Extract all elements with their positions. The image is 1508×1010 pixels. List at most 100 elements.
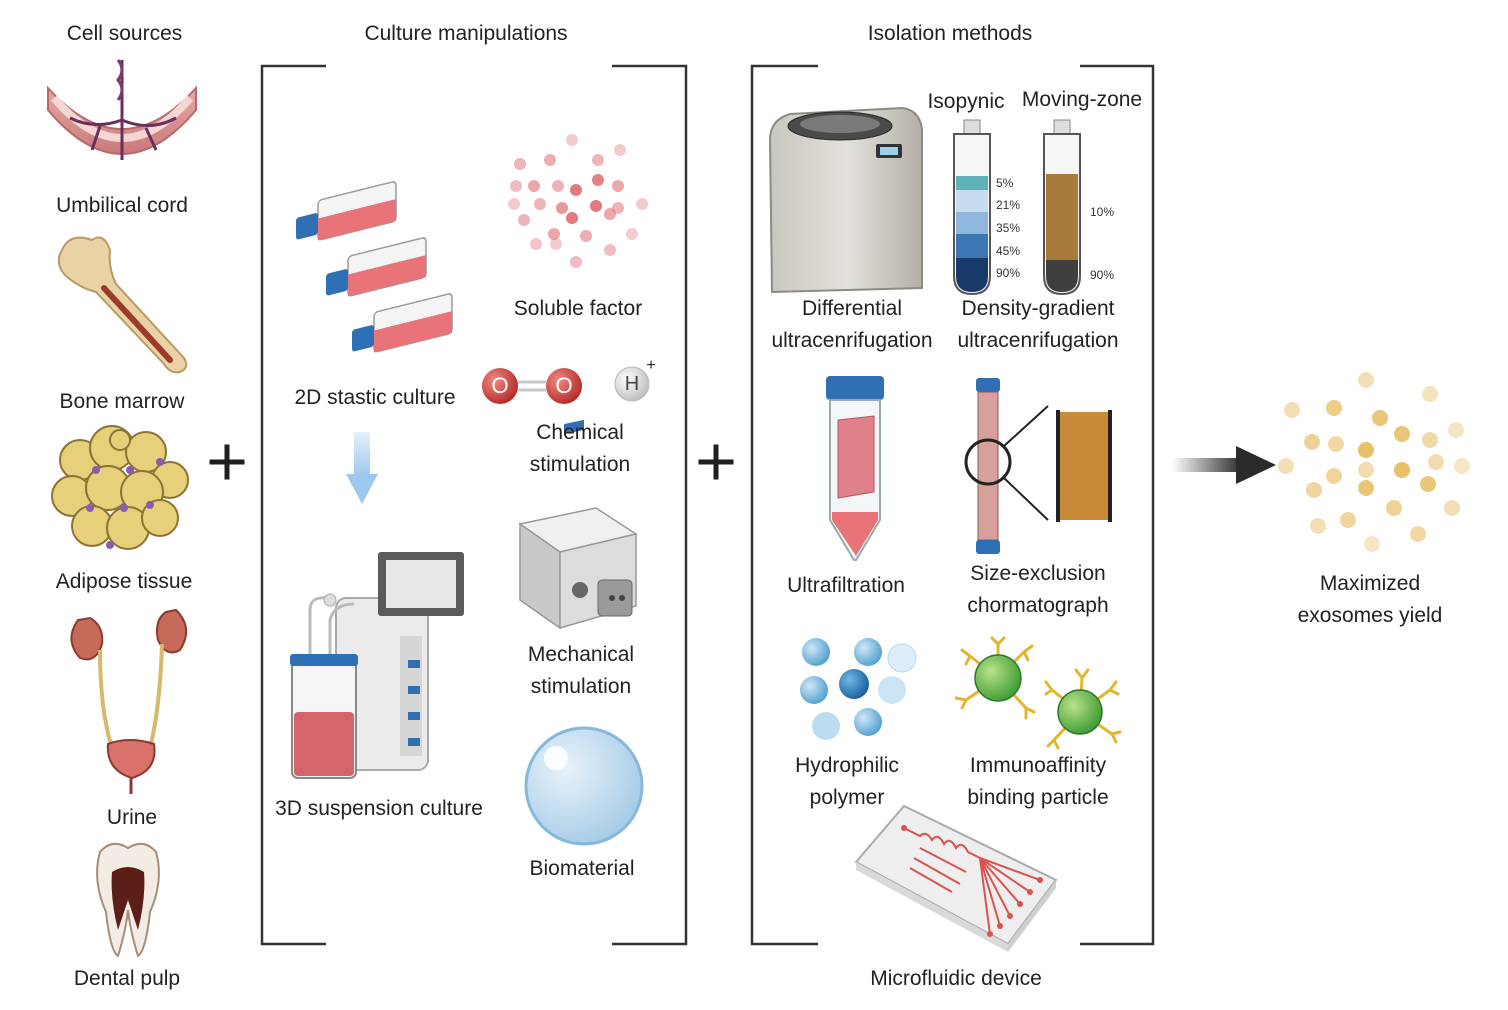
exosome-dot <box>1358 442 1374 458</box>
suspension-3d-label: 3D suspension culture <box>275 797 483 820</box>
differential-label-1: Differential <box>802 297 902 320</box>
exosome-dot <box>1326 468 1342 484</box>
exosome-dot <box>1394 426 1410 442</box>
soluble-factor-dot <box>570 184 582 196</box>
isolation-methods-header: Isolation methods <box>867 22 1033 45</box>
adipose-tissue-label: Adipose tissue <box>55 570 193 593</box>
immunoaffinity-label-2: binding particle <box>967 786 1109 809</box>
ultrafiltration-tube-icon <box>826 376 884 561</box>
soluble-factor-dot <box>566 212 578 224</box>
soluble-factor-dot <box>556 202 568 214</box>
soluble-factor-dot <box>612 180 624 192</box>
chemical-stimulation-label-1: Chemical <box>536 421 624 444</box>
soluble-factor-dot <box>528 180 540 192</box>
exosome-dot <box>1310 518 1326 534</box>
soluble-factor-dot <box>604 208 616 220</box>
exosome-dot <box>1444 500 1460 516</box>
exosome-dot <box>1386 500 1402 516</box>
oxygen-atom-left: O <box>491 373 509 398</box>
green-particle-icon <box>974 654 1103 735</box>
moving-zone-pct-10: 10% <box>1090 205 1115 219</box>
chemical-stimulation-label-2: stimulation <box>529 453 631 476</box>
exosome-dot <box>1358 372 1374 388</box>
exosome-dot <box>1358 462 1374 478</box>
isopynic-pct-45: 45% <box>996 244 1021 258</box>
mechanical-stimulation-label-1: Mechanical <box>527 643 635 666</box>
exosome-dot <box>1358 480 1374 496</box>
soluble-factor-dot <box>592 154 604 166</box>
immunoaffinity-label-1: Immunoaffinity <box>969 754 1107 777</box>
culture-flask-icon <box>296 181 397 241</box>
adipose-cells-icon <box>51 425 189 550</box>
soluble-factor-dot <box>550 238 562 250</box>
soluble-factor-dot <box>548 228 560 240</box>
exosome-dot <box>1372 410 1388 426</box>
oxygen-atom-right: O <box>555 373 573 398</box>
moving-zone-label: Moving-zone <box>1021 88 1143 111</box>
density-gradient-label-2: ultracenrifugation <box>957 329 1119 352</box>
soluble-factor-dot <box>544 154 556 166</box>
soluble-factor-dot <box>636 198 648 210</box>
sec-label-1: Size-exclusion <box>970 562 1106 585</box>
exosome-dot <box>1328 436 1344 452</box>
soluble-factor-dot <box>552 180 564 192</box>
cell-sources-header: Cell sources <box>66 22 183 45</box>
culture-flask-icon <box>352 293 453 353</box>
bone-marrow-label: Bone marrow <box>59 390 185 413</box>
hydrophilic-polymer-icon <box>800 638 917 740</box>
exosome-dot <box>1428 454 1444 470</box>
result-label-2: exosomes yield <box>1297 604 1443 627</box>
urinary-system-icon <box>70 608 187 794</box>
soluble-factor-dot <box>590 200 602 212</box>
soluble-factor-dot <box>580 230 592 242</box>
plus-sign-1 <box>209 444 245 480</box>
exosome-dot <box>1422 386 1438 402</box>
hydrogen-charge: + <box>646 357 656 374</box>
density-gradient-label-1: Density-gradient <box>961 297 1115 320</box>
moving-zone-pct-90: 90% <box>1090 268 1115 282</box>
exosome-dot <box>1284 402 1300 418</box>
down-arrow-icon <box>346 432 378 504</box>
result-arrow-icon <box>1172 446 1276 484</box>
bioreactor-icon <box>290 552 464 779</box>
moving-zone-tube-icon <box>1043 119 1081 296</box>
umbilical-cord-icon <box>47 59 197 160</box>
soluble-factor-dot <box>534 198 546 210</box>
soluble-factor-dot <box>566 134 578 146</box>
exosome-dot <box>1410 526 1426 542</box>
culture-manipulations-header: Culture manipulations <box>364 22 568 45</box>
mechanical-device-icon <box>518 419 638 630</box>
static-2d-label: 2D stastic culture <box>294 386 456 409</box>
culture-bracket <box>260 64 688 946</box>
exosome-dot <box>1304 434 1320 450</box>
hydrogen-atom: H <box>624 373 640 395</box>
oxygen-molecule-icon <box>482 368 582 404</box>
soluble-factor-dot <box>614 144 626 156</box>
tooth-icon <box>96 842 160 958</box>
soluble-factor-dot <box>514 158 526 170</box>
exosome-dot <box>1454 458 1470 474</box>
biomaterial-label: Biomaterial <box>529 857 635 880</box>
exosome-dot <box>1422 432 1438 448</box>
soluble-factor-dot <box>510 180 522 192</box>
result-label-1: Maximized <box>1319 572 1421 595</box>
soluble-factor-dot <box>518 214 530 226</box>
exosome-dot <box>1326 400 1342 416</box>
soluble-factor-dot <box>592 174 604 186</box>
soluble-factor-dot <box>530 238 542 250</box>
plus-sign-2 <box>698 444 734 480</box>
isopynic-label: Isopynic <box>927 90 1005 113</box>
bone-icon <box>57 236 188 374</box>
soluble-factor-dot <box>604 244 616 256</box>
exosome-dot <box>1394 462 1410 478</box>
sec-label-2: chormatograph <box>967 594 1109 617</box>
exosome-dot <box>1278 458 1294 474</box>
hydrophilic-label-2: polymer <box>809 786 885 809</box>
isopynic-pct-90: 90% <box>996 266 1021 280</box>
isopynic-pct-5: 5% <box>996 176 1014 190</box>
mechanical-stimulation-label-2: stimulation <box>530 675 632 698</box>
soluble-factor-dot <box>570 256 582 268</box>
ultrafiltration-label: Ultrafiltration <box>787 574 905 597</box>
differential-label-2: ultracenrifugation <box>771 329 933 352</box>
culture-flask-icon <box>326 237 427 297</box>
